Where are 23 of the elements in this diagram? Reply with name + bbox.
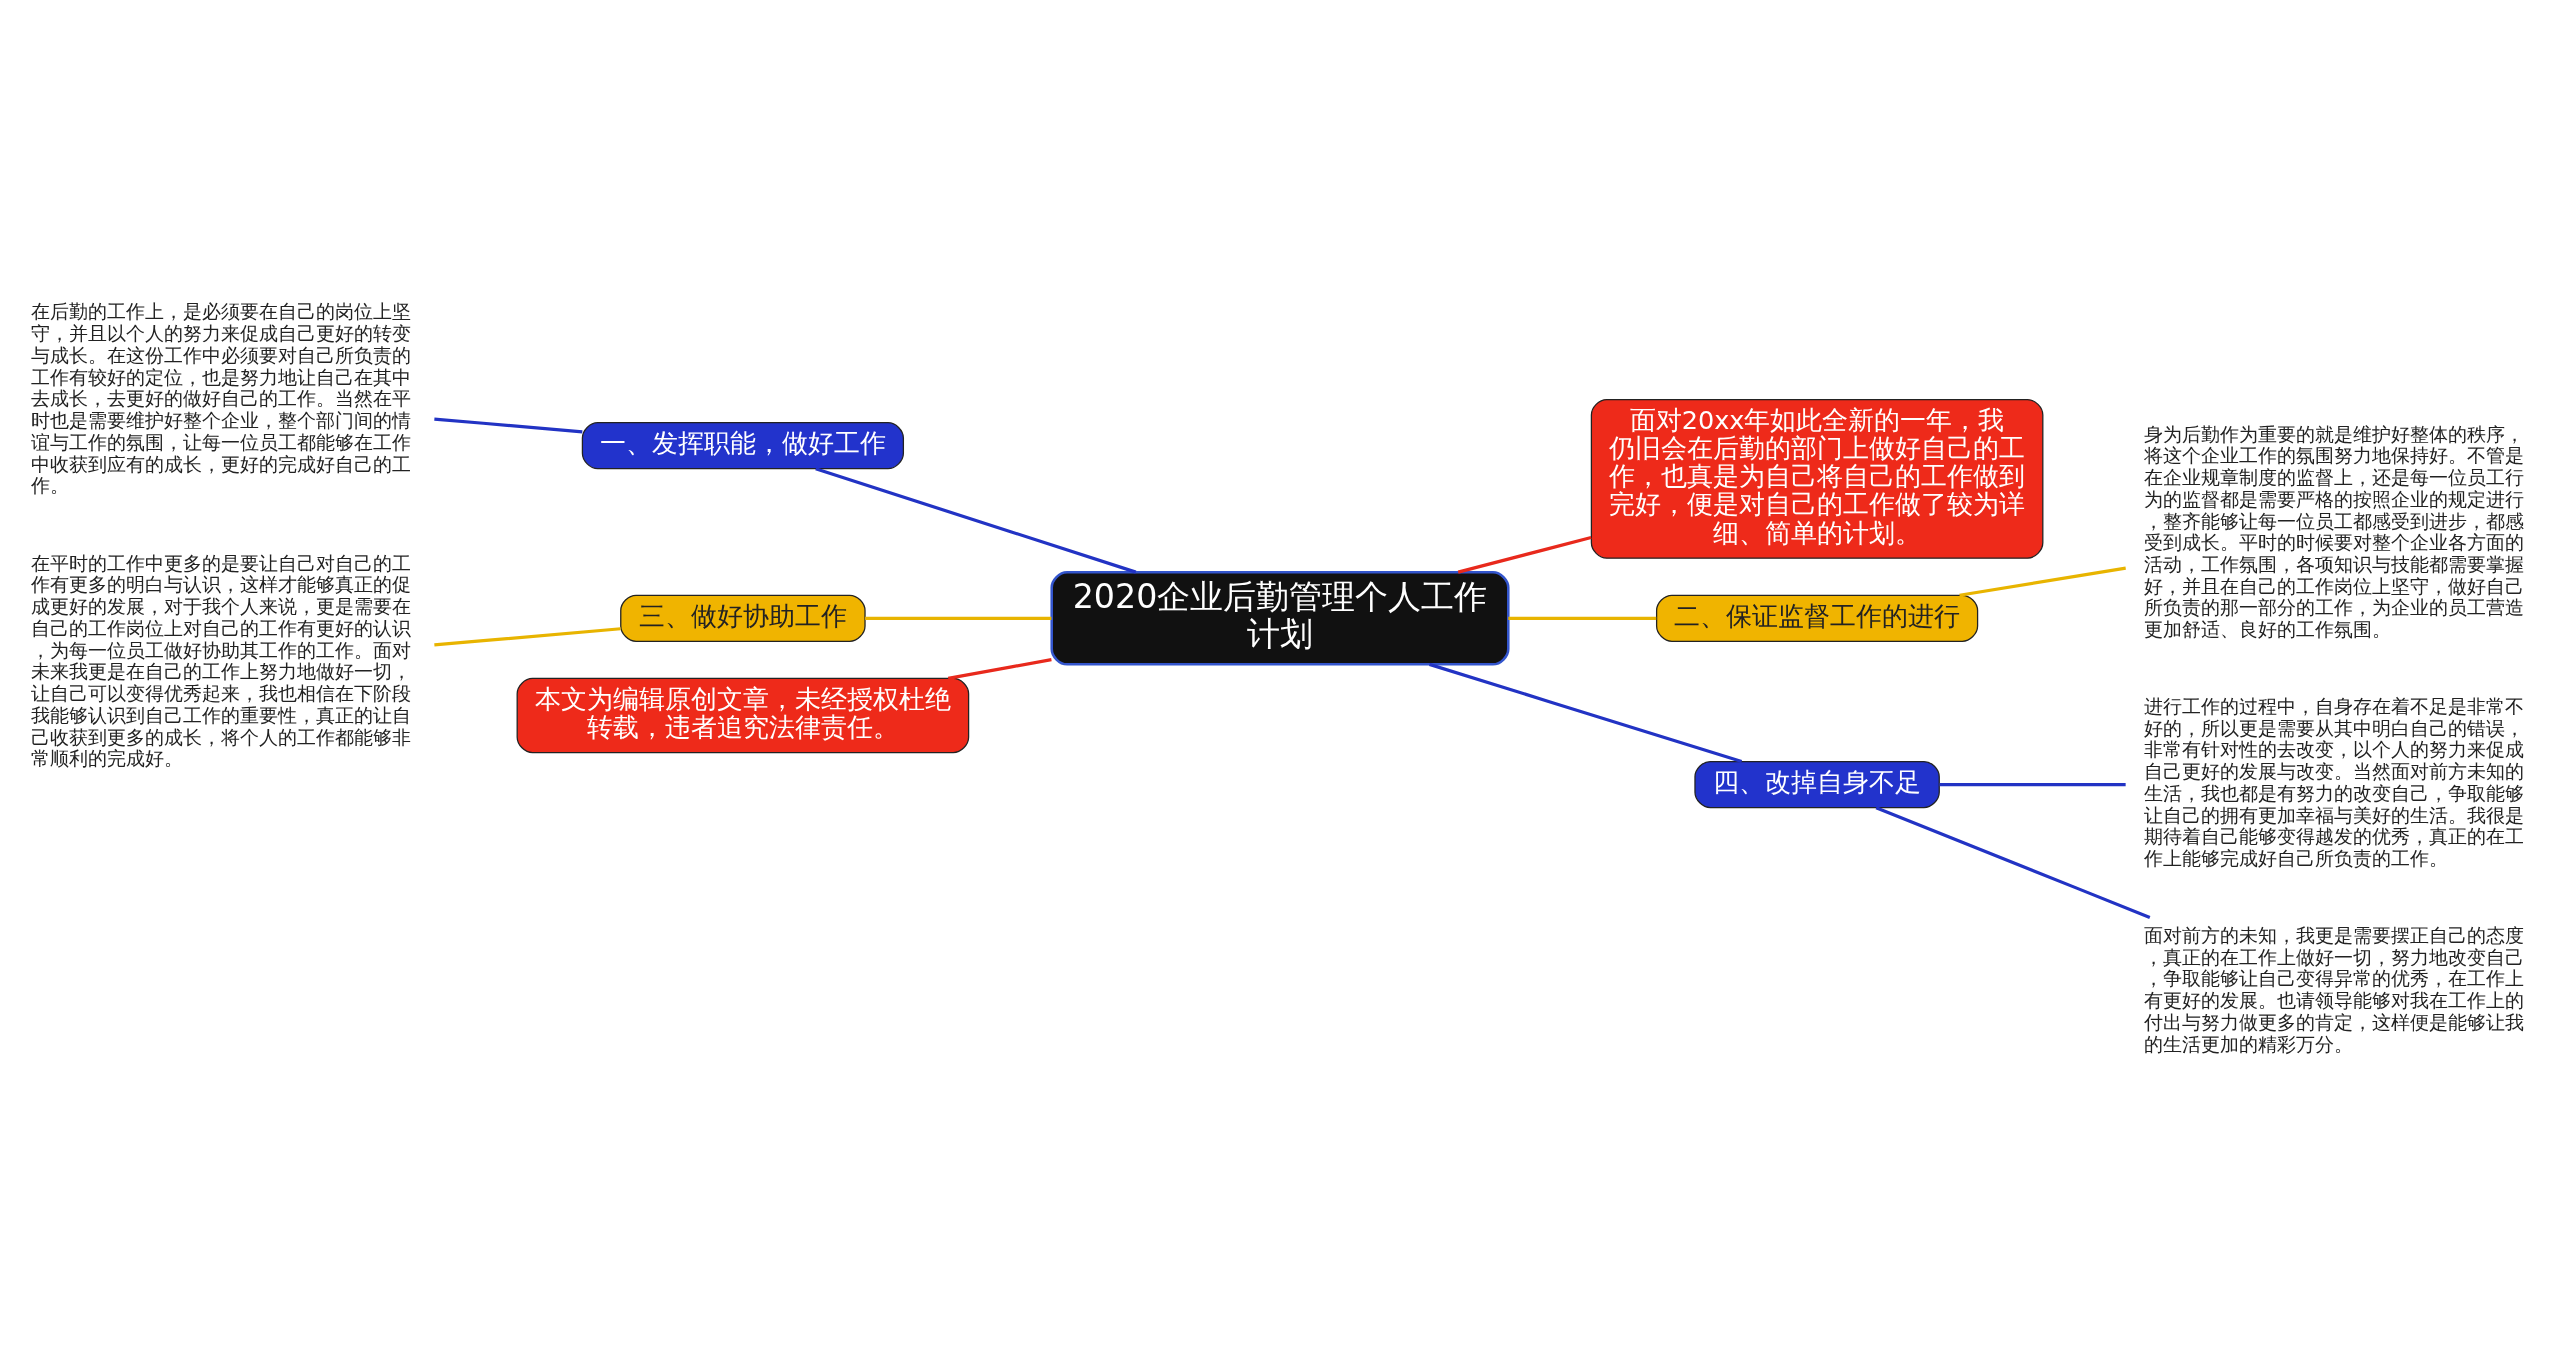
connector: [1959, 566, 2126, 597]
node-text: 面对前方的未知，我更是需要摆正自己的态度，真正的在工作上做好一切，努力地改变自己，争取能够让自己变得异常的优秀，在工作上有更好的发展。也请领导能够对我在工作上的付出与努力做更多的肯定，这样便是能够让我的生活更加的精彩万分。: [2143, 923, 2524, 1056]
node-box: 一、发挥职能，做好工作: [581, 421, 905, 469]
connector: [1939, 782, 2126, 786]
node-box: 本文为编辑原创文章，未经授权杜绝转载，违者追究法律责任。: [516, 677, 970, 753]
node-text: 进行工作的过程中，自身存在着不足是非常不好的，所以更是需要从其中明白自己的错误，非常有针对性的去改变，以个人的努力来促成自己更好的发展与改变。当然面对前方未知的生活，我也都是有努力的改变自己，争取能够让自己的拥有更加幸福与美好的生活。我很是期待着自己能够变得越发的优秀，真正的在工作上能够完成好自己所负责的工作。: [2143, 694, 2524, 870]
node-box: 三、做好协助工作: [620, 594, 866, 642]
node-box: 面对20xx年如此全新的一年，我仍旧会在后勤的部门上做好自己的工作，也真是为自己将自己的工作做到完好，便是对自己的工作做了较为详细、简单的计划。: [1590, 398, 2044, 559]
connector: [1457, 535, 1592, 574]
node-box: 二、保证监督工作的进行: [1655, 594, 1979, 642]
connector: [434, 626, 621, 646]
node-box: 四、改掉自身不足: [1694, 760, 1940, 808]
connector: [1429, 662, 1743, 763]
node-text: 在后勤的工作上，是必须要在自己的岗位上坚守，并且以个人的努力来促成自己更好的转变与成长。在这份工作中必须要对自己所负责的工作有较好的定位，也是努力地让自己在其中去成长，去更好的做好自己的工作。当然在平时也是需要维护好整个企业，整个部门间的情谊与工作的氛围，让每一位员工都能够在工作中收获到应有的成长，更好的完成好自己的工作。: [31, 299, 412, 497]
node-text: 在平时的工作中更多的是要让自己对自己的工作有更多的明白与认识，这样才能够真正的促成更好的发展，对于我个人来说，更是需要在自己的工作岗位上对自己的工作有更好的认识，为每一位员工做好协助其工作的工作。面对未来我更是在自己的工作上努力地做好一切，让自己可以变得优秀起来，我也相信在下阶段我能够认识到自己工作的重要性，真正的让自己收获到更多的成长，将个人的工作都能够非常顺利的完成好。: [31, 551, 412, 770]
connector: [947, 657, 1052, 680]
connector: [1875, 805, 2151, 919]
connector: [815, 466, 1137, 574]
node-box: 2020企业后勤管理个人工作计划: [1050, 570, 1510, 666]
connector: [434, 416, 583, 433]
connector: [1508, 616, 1657, 620]
node-text: 身为后勤作为重要的就是维护好整体的秩序，将这个企业工作的氛围努力地保持好。不管是在企业规章制度的监督上，还是每一位员工行为的监督都是需要严格的按照企业的规定进行，整齐能够让每一位员工都感受到进步，都感受到成长。平时的时候要对整个企业各方面的活动，工作氛围，各项知识与技能都需要掌握好，并且在自己的工作岗位上坚守，做好自己所负责的那一部分的工作，为企业的员工营造更加舒适、良好的工作氛围。: [2143, 422, 2524, 641]
connector: [865, 616, 1052, 620]
